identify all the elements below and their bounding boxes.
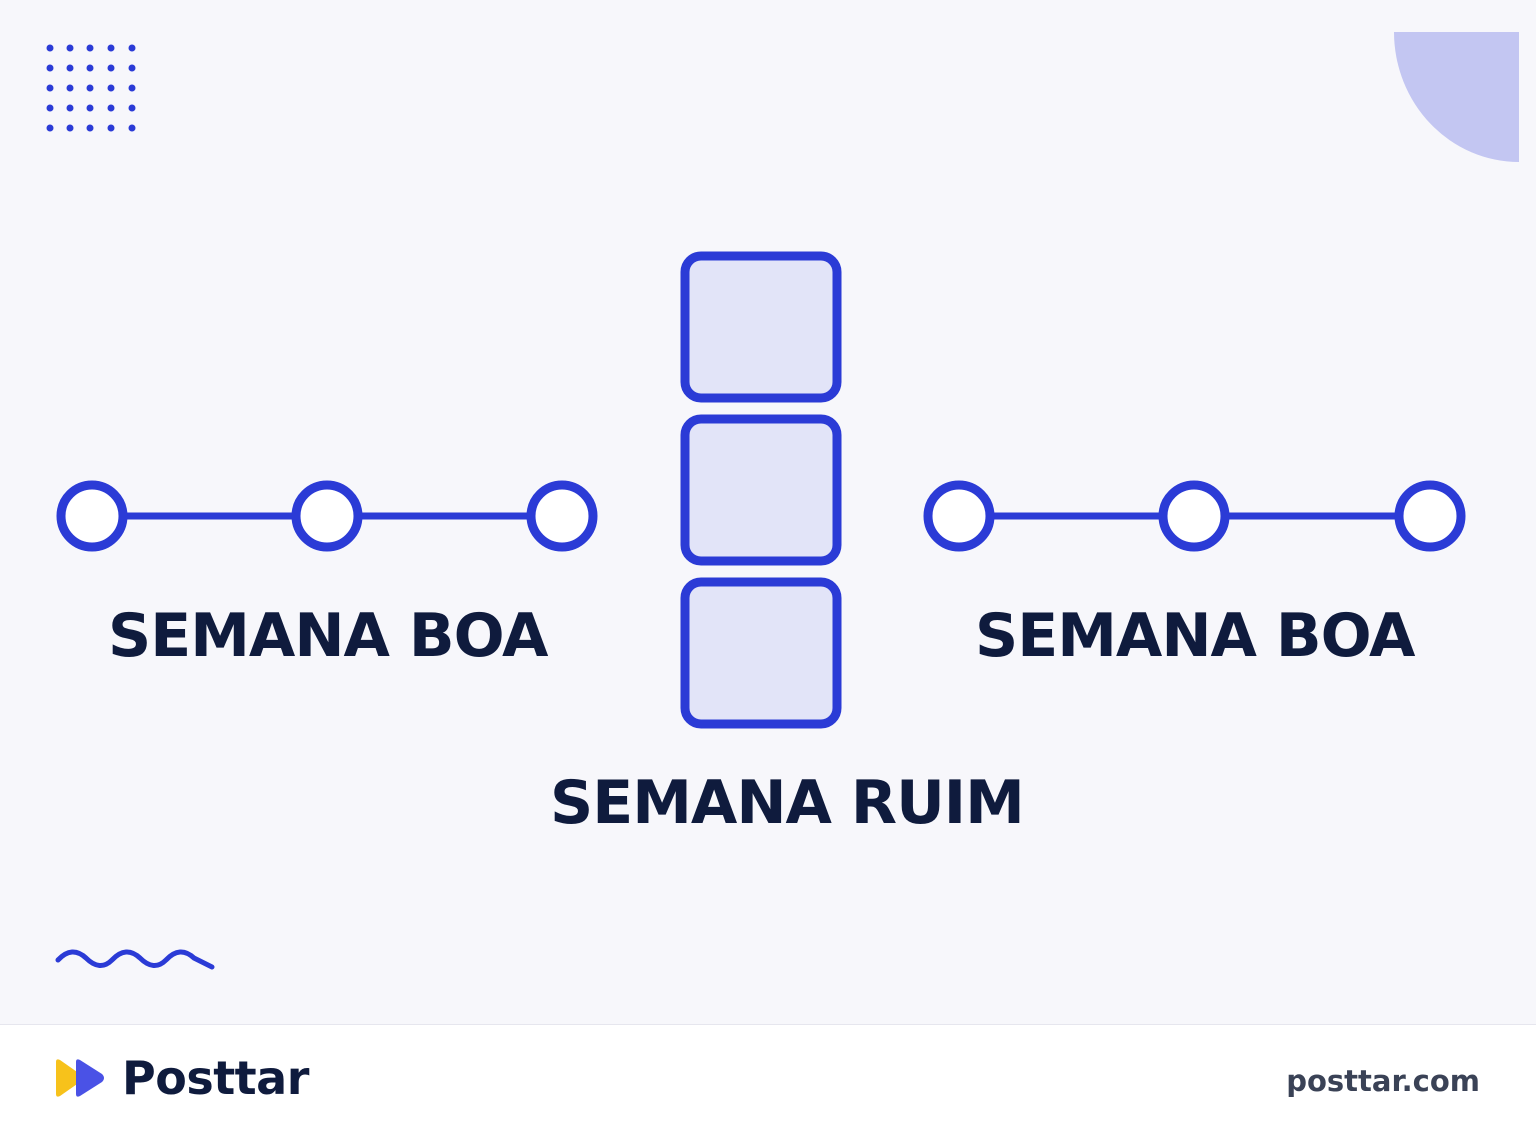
right-week-timeline bbox=[923, 480, 1466, 552]
right-timeline-node bbox=[923, 480, 995, 552]
brand-name: Posttar bbox=[122, 1051, 309, 1105]
play-forward-icon bbox=[56, 1059, 104, 1097]
left-week-timeline bbox=[56, 480, 598, 552]
center-week-label: SEMANA RUIM bbox=[550, 768, 1025, 838]
left-timeline-node bbox=[526, 480, 598, 552]
stack-block bbox=[680, 414, 842, 566]
stack-block bbox=[680, 251, 842, 403]
diagram-canvas: SEMANA BOA SEMANA BOA SEMANA RUIM bbox=[46, 32, 1519, 970]
right-week-label: SEMANA BOA bbox=[975, 601, 1415, 671]
right-timeline-node bbox=[1394, 480, 1466, 552]
site-url-link[interactable]: posttar.com bbox=[1286, 1064, 1480, 1098]
left-timeline-node bbox=[56, 480, 128, 552]
dot-grid-decoration bbox=[46, 44, 136, 132]
left-timeline-node bbox=[291, 480, 363, 552]
footer-bar: Posttar posttar.com bbox=[0, 1024, 1536, 1137]
diagram-graphics bbox=[46, 32, 1519, 970]
brand[interactable]: Posttar bbox=[54, 1055, 309, 1101]
wave-decoration bbox=[55, 949, 215, 970]
stack-block bbox=[680, 577, 842, 729]
right-timeline-node bbox=[1158, 480, 1230, 552]
bad-week-block-stack bbox=[680, 251, 842, 729]
left-week-label: SEMANA BOA bbox=[108, 601, 548, 671]
quarter-circle-decoration bbox=[1394, 32, 1519, 162]
